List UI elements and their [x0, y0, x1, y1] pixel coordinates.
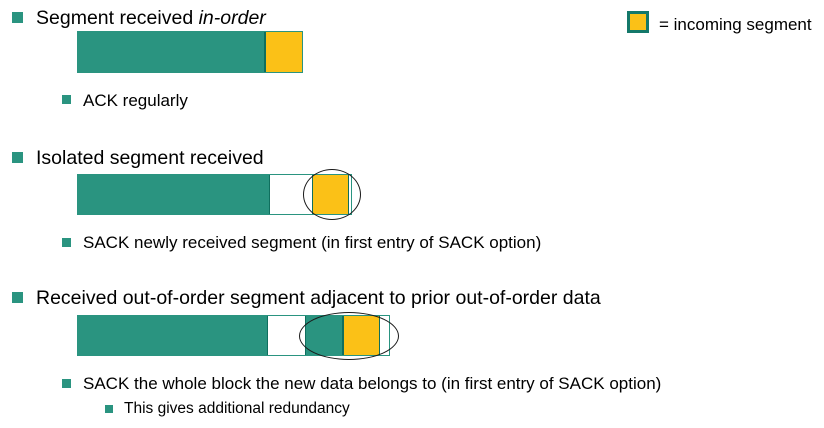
bar3-segment-teal-received: [77, 315, 268, 356]
bullet-marker-level3-1: [105, 405, 113, 413]
bar3-segment-yellow-incoming: [343, 315, 380, 356]
legend-label: = incoming segment: [659, 15, 812, 34]
section-heading-2: Isolated segment received: [36, 147, 264, 169]
section-heading-3: Received out-of-order segment adjacent t…: [36, 287, 601, 309]
bullet-marker-level1-3: [12, 292, 23, 303]
bar2-segment-white-hole: [270, 174, 312, 215]
bar1-segment-yellow-incoming: [265, 31, 303, 73]
bar1-segment-teal-received: [77, 31, 265, 73]
section-heading-1: Segment received in-order: [36, 7, 266, 29]
bullet-text-1-1: ACK regularly: [83, 91, 188, 110]
bullet-text-3-1: SACK the whole block the new data belong…: [83, 374, 662, 393]
bar3-segment-teal-prior-ooo: [305, 315, 343, 356]
adjacent-out-of-order-bar: [77, 315, 390, 356]
isolated-segment-bar: [77, 174, 352, 215]
bullet-marker-level1-2: [12, 152, 23, 163]
incoming-segment-swatch: [627, 11, 649, 33]
in-order-segment-bar: [77, 31, 303, 73]
bullet-marker-level2-2: [62, 238, 71, 247]
bullet-text-3-2: This gives additional redundancy: [124, 400, 350, 417]
section-heading-1-emphasis: in-order: [198, 7, 266, 29]
bullet-marker-level2-1: [62, 95, 71, 104]
section-heading-1-prefix: Segment received: [36, 7, 199, 29]
bar2-segment-yellow-incoming: [312, 174, 349, 215]
bullet-marker-level2-3: [62, 379, 71, 388]
bullet-text-2-1: SACK newly received segment (in first en…: [83, 233, 542, 252]
bar3-segment-white-hole: [268, 315, 305, 356]
bar2-segment-teal-received: [77, 174, 270, 215]
bullet-marker-level1-1: [12, 12, 23, 23]
